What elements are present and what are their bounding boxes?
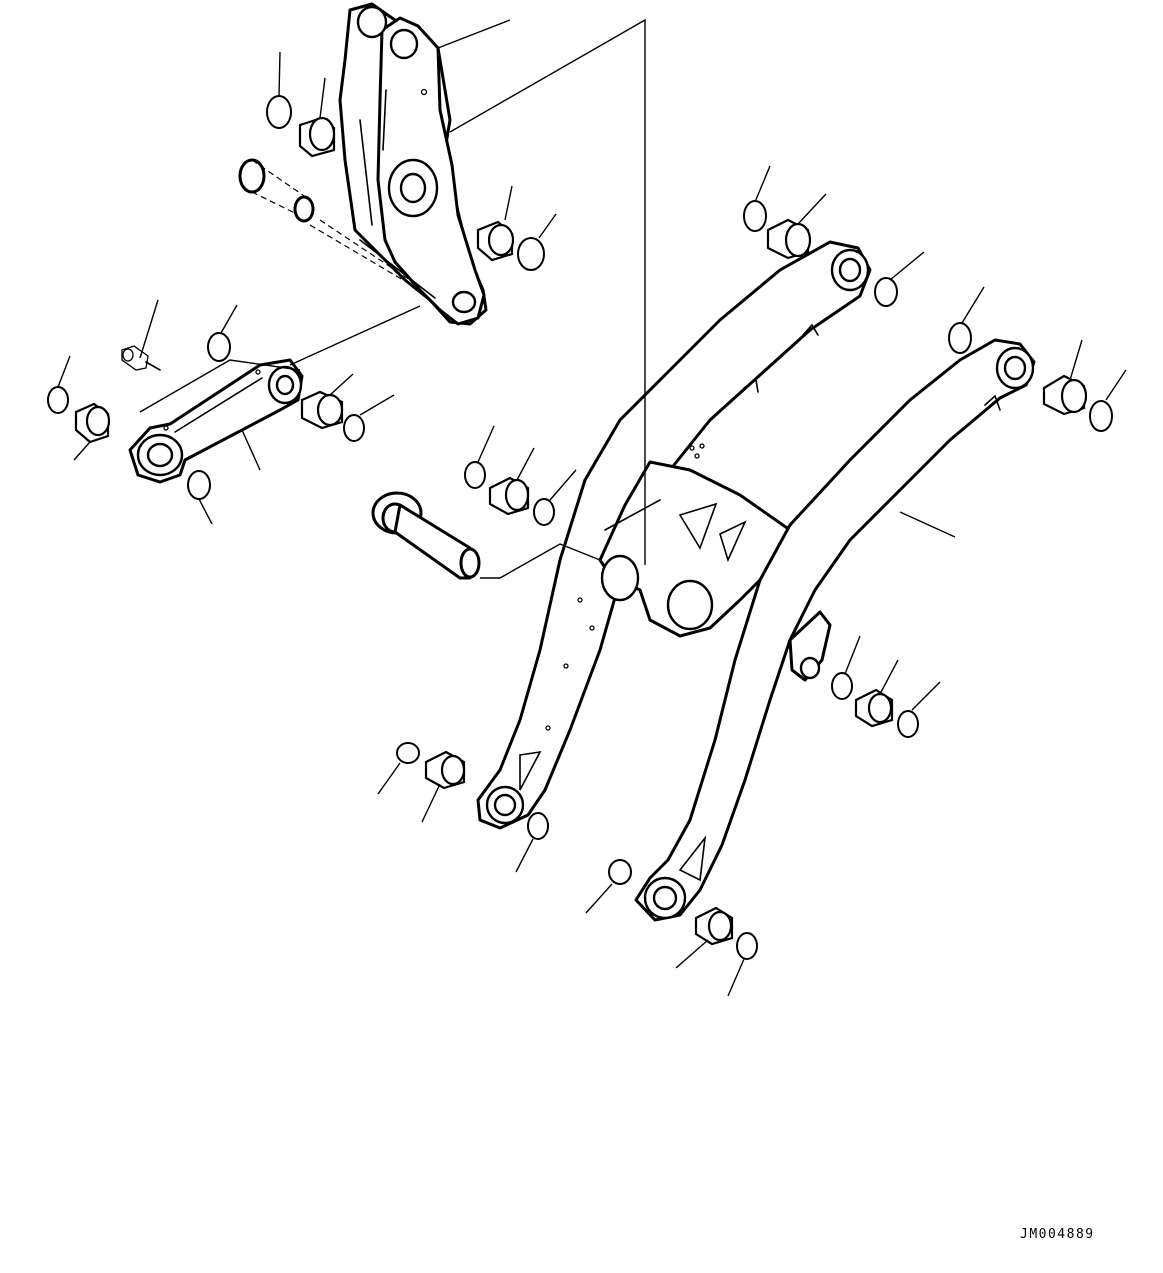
bell-crank xyxy=(338,2,488,326)
bucket-link xyxy=(128,358,304,484)
arm-top-left-bushing xyxy=(743,200,898,307)
bell-crank-bushing-upper xyxy=(266,95,336,158)
link-bushing-right xyxy=(207,332,365,442)
link-bushing-left xyxy=(47,386,211,500)
arm-bottom-right-bushing xyxy=(608,859,758,960)
arm-top-right-bushing xyxy=(948,322,1113,432)
lift-arm-left xyxy=(476,240,872,830)
bell-crank-bushing-lower xyxy=(476,220,545,271)
drawing-code-label: JM004889 xyxy=(1020,1227,1095,1242)
leader-lines xyxy=(57,18,1127,997)
lift-arm-cross-tube xyxy=(598,460,792,638)
pivot-bushing xyxy=(464,461,555,526)
lift-arm-pivot-pin xyxy=(371,491,481,580)
grease-fitting xyxy=(121,345,161,371)
lift-arm-right xyxy=(634,338,1036,922)
bell-crank-pin xyxy=(238,158,421,291)
arm-bottom-left-bushing xyxy=(396,742,549,840)
arm-right-mid-bushing xyxy=(831,672,919,738)
